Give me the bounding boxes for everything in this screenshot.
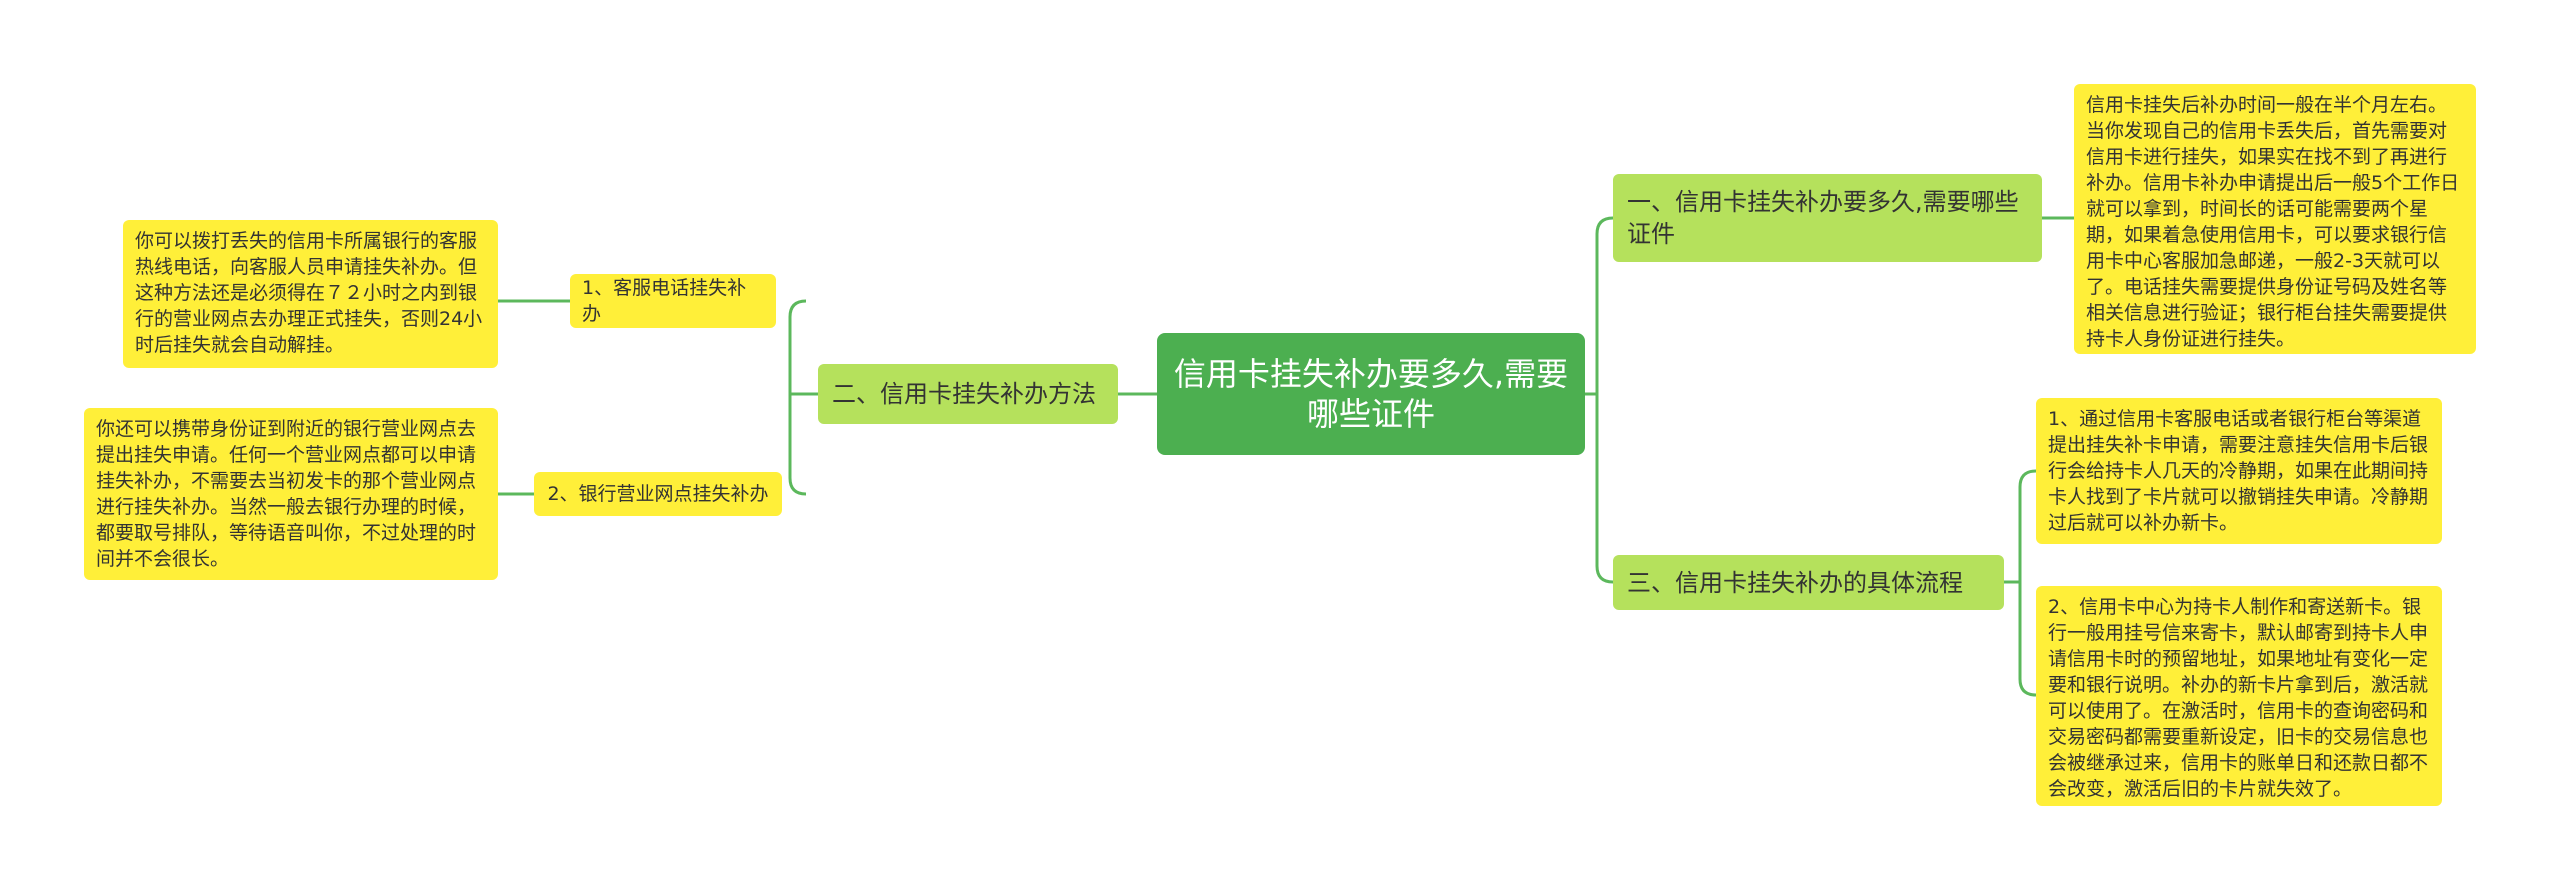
detail-node-branch-office[interactable]: 你还可以携带身份证到附近的银行营业网点去提出挂失申请。任何一个营业网点都可以申请… xyxy=(84,408,498,580)
detail-node-process-step1[interactable]: 1、通过信用卡客服电话或者银行柜台等渠道提出挂失补卡申请，需要注意挂失信用卡后银… xyxy=(2036,398,2442,544)
detail-node-text: 你还可以携带身份证到附近的银行营业网点去提出挂失申请。任何一个营业网点都可以申请… xyxy=(96,418,477,570)
branch-node-text: 二、信用卡挂失补办方法 xyxy=(832,380,1096,408)
detail-node-text: 信用卡挂失后补办时间一般在半个月左右。当你发现自己的信用卡丢失后，首先需要对信用… xyxy=(2086,94,2460,350)
sub-node-phone[interactable]: 1、客服电话挂失补办 xyxy=(570,274,776,328)
detail-node-process-step2[interactable]: 2、信用卡中心为持卡人制作和寄送新卡。银行一般用挂号信来寄卡，默认邮寄到持卡人申… xyxy=(2036,586,2442,806)
detail-node-text: 2、信用卡中心为持卡人制作和寄送新卡。银行一般用挂号信来寄卡，默认邮寄到持卡人申… xyxy=(2048,596,2429,800)
connector-right-branch2-details xyxy=(2004,469,2037,697)
detail-node-phone[interactable]: 你可以拨打丢失的信用卡所属银行的客服热线电话，向客服人员申请挂失补办。但这种方法… xyxy=(123,220,498,368)
branch-node-process[interactable]: 三、信用卡挂失补办的具体流程 xyxy=(1613,555,2004,610)
branch-node-text: 一、信用卡挂失补办要多久,需要哪些证件 xyxy=(1627,188,2019,248)
branch-node-text: 三、信用卡挂失补办的具体流程 xyxy=(1627,568,1963,597)
branch-node-methods[interactable]: 二、信用卡挂失补办方法 xyxy=(818,364,1118,424)
sub-node-text: 2、银行营业网点挂失补办 xyxy=(547,483,769,505)
detail-node-text: 你可以拨打丢失的信用卡所属银行的客服热线电话，向客服人员申请挂失补办。但这种方法… xyxy=(135,230,483,356)
connector-root-right-branches xyxy=(1585,216,1614,584)
detail-node-duration[interactable]: 信用卡挂失后补办时间一般在半个月左右。当你发现自己的信用卡丢失后，首先需要对信用… xyxy=(2074,84,2476,354)
sub-node-branch-office[interactable]: 2、银行营业网点挂失补办 xyxy=(534,472,782,516)
sub-node-text: 1、客服电话挂失补办 xyxy=(582,277,747,325)
branch-node-duration-documents[interactable]: 一、信用卡挂失补办要多久,需要哪些证件 xyxy=(1613,174,2042,262)
detail-node-text: 1、通过信用卡客服电话或者银行柜台等渠道提出挂失补卡申请，需要注意挂失信用卡后银… xyxy=(2048,408,2429,534)
root-node[interactable]: 信用卡挂失补办要多久,需要哪些证件 xyxy=(1157,333,1585,455)
root-node-text: 信用卡挂失补办要多久,需要哪些证件 xyxy=(1173,355,1569,433)
connector-left-branch-subs xyxy=(788,299,818,496)
